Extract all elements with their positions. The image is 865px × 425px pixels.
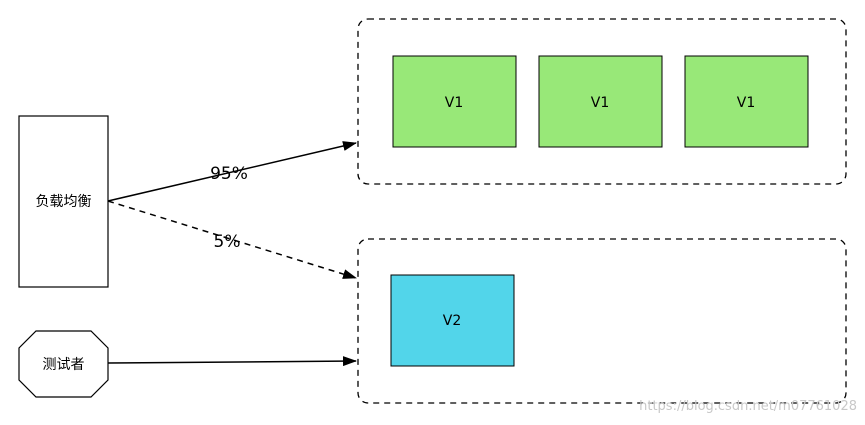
edge-tester-to-v2	[107, 356, 357, 367]
v2-instance-label: V2	[443, 313, 461, 329]
load-balancer-node: 负载均衡	[18, 115, 109, 288]
v2-instance: V2	[390, 274, 515, 367]
tester-label: 测试者	[43, 357, 85, 373]
v1-instance-1: V1	[392, 55, 517, 148]
edge-lb-to-v2-label: 5%	[214, 232, 241, 252]
v1-instance-label: V1	[591, 95, 609, 111]
tester-node: 测试者	[18, 330, 109, 398]
edge-lb-to-v1	[107, 141, 357, 202]
edge-lb-to-v1-label: 95%	[210, 164, 248, 184]
watermark-text: https://blog.csdn.net/m07761028	[639, 399, 857, 414]
v1-instance-3: V1	[684, 55, 809, 148]
load-balancer-label: 负载均衡	[36, 194, 92, 210]
v1-instance-label: V1	[445, 95, 463, 111]
v1-instance-2: V1	[538, 55, 663, 148]
v1-group-container	[357, 18, 847, 185]
v1-instance-label: V1	[737, 95, 755, 111]
v2-group-container	[357, 238, 847, 404]
